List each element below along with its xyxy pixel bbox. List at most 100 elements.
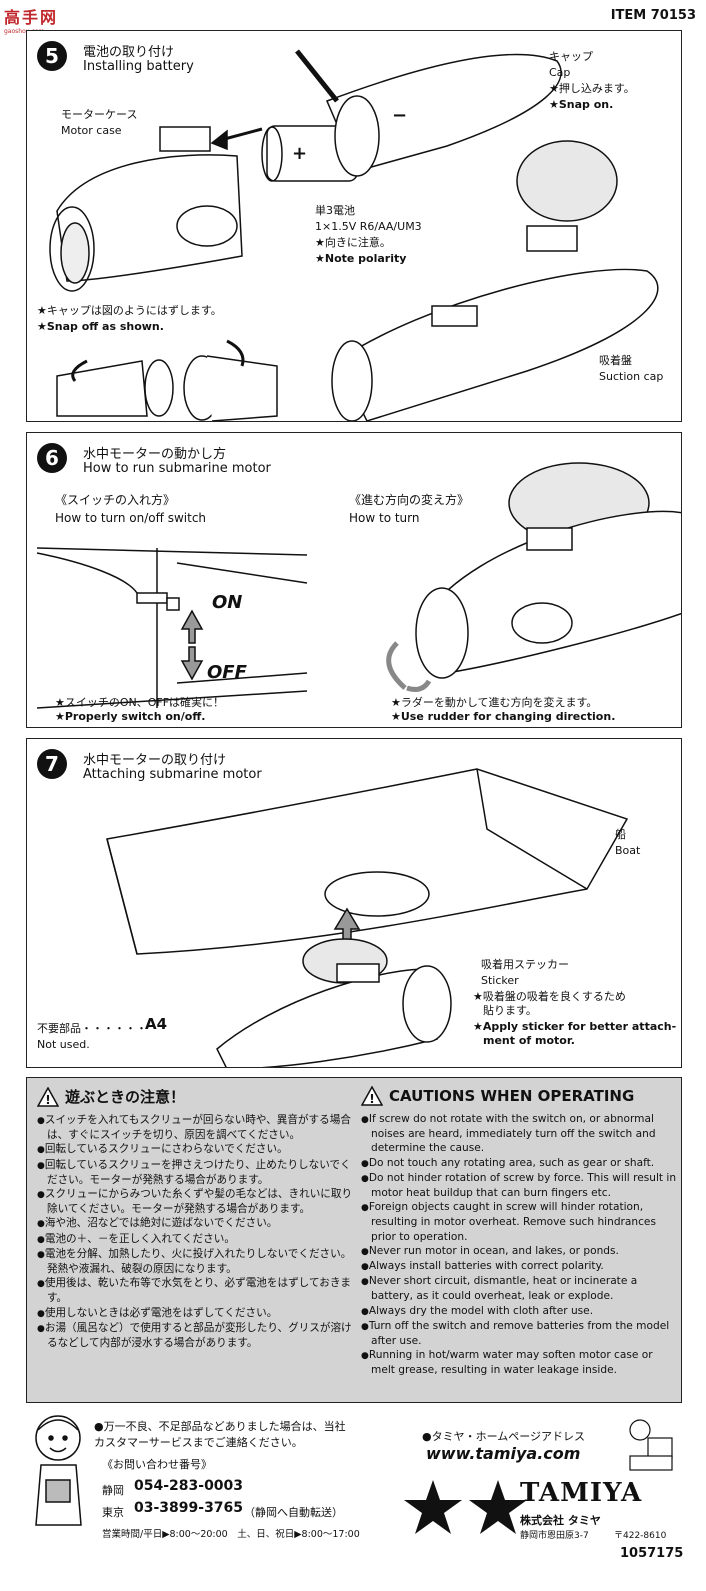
cautions-jp-list: スイッチを入れてもスクリューが回らない時や、異音がする場合は、すぐにスイッチを切… [37, 1113, 353, 1350]
caution-item: Running in hot/warm water may soften mot… [361, 1348, 677, 1377]
caution-item: Always install batteries with correct po… [361, 1259, 677, 1274]
site-logo: 高手网 gaoshou.com [4, 4, 94, 35]
svg-text:!: ! [45, 1093, 50, 1107]
cautions-title-en: CAUTIONS WHEN OPERATING [389, 1087, 635, 1105]
polarity-note-jp: ★向きに注意。 [315, 236, 391, 249]
battery-label-jp: 単3電池 [315, 204, 355, 217]
mascot-illustration [35, 1415, 82, 1526]
svg-text:+: + [292, 143, 307, 164]
homepage-url[interactable]: www.tamiya.com [426, 1444, 581, 1463]
step-7-panel: 7 水中モーターの取り付け Attaching submarine motor … [26, 738, 682, 1068]
step-title-jp: 電池の取り付け [83, 45, 175, 60]
cautions-en-list: If screw do not rotate with the switch o… [361, 1112, 677, 1378]
caution-item: 回転しているスクリューを押さえつけたり、止めたりしないでください。モーターが発熱… [37, 1158, 353, 1187]
caution-item: 電池の＋、－を正しく入れてください。 [37, 1232, 353, 1247]
sticker-label-en: Sticker [481, 974, 519, 987]
business-hours: 営業時間/平日▶8:00〜20:00 土、日、祝日▶8:00〜17:00 [102, 1529, 360, 1540]
rudder-note-en: ★Use rudder for changing direction. [391, 710, 616, 723]
sticker-note-jp-1: ★吸着盤の吸着を良くするため [473, 990, 626, 1003]
cautions-en-column: ! CAUTIONS WHEN OPERATING If screw do no… [361, 1086, 677, 1378]
site-logo-url: gaoshou.com [4, 28, 45, 35]
caution-item: Turn off the switch and remove batteries… [361, 1319, 677, 1348]
unused-label-en: Not used. [37, 1038, 90, 1051]
unused-label-jp: 不要部品・・・・・・ [37, 1022, 147, 1035]
turn-heading-en: How to turn [349, 511, 420, 525]
battery-installation-illustration: + − [49, 49, 659, 421]
caution-item: Never run motor in ocean, and lakes, or … [361, 1244, 677, 1259]
step-title-en: Attaching submarine motor [83, 767, 262, 782]
caution-item: Do not hinder rotation of screw by force… [361, 1171, 677, 1200]
caution-item: 使用しないときは必ず電池をはずしてください。 [37, 1306, 353, 1321]
polarity-note-en: ★Note polarity [315, 252, 407, 265]
site-logo-text: 高手网 [4, 8, 59, 27]
cap-label-jp: キャップ [549, 50, 593, 63]
caution-item: お湯（風呂など）で使用すると部品が変形したり、グリスが溶けるなどして内部が浸水す… [37, 1321, 353, 1350]
on-label: ON [212, 592, 243, 613]
sticker-note-en-2: ment of motor. [483, 1034, 575, 1047]
company-address: 静岡市恩田原3-7 [520, 1531, 589, 1541]
caution-item: 電池を分解、加熱したり、火に投げ入れたりしないでください。発熱や液漏れ、破裂の原… [37, 1247, 353, 1276]
cautions-title-jp: 遊ぶときの注意！ [65, 1088, 186, 1106]
svg-text:!: ! [369, 1092, 374, 1106]
step-title-jp: 水中モーターの取り付け [83, 753, 227, 768]
step-title-en: How to run submarine motor [83, 461, 271, 476]
tokyo-note: （静岡へ自動転送） [244, 1506, 343, 1519]
rudder-note-jp: ★ラダーを動かして進む方向を変えます。 [391, 696, 598, 709]
motor-case-label-jp: モーターケース [61, 108, 138, 121]
caution-item: スクリューにからみついた糸くずや髪の毛などは、きれいに取り除いてください。モータ… [37, 1187, 353, 1216]
item-number: ITEM 70153 [610, 8, 696, 23]
cap-label-en: Cap [549, 66, 571, 79]
off-label: OFF [207, 662, 247, 683]
company-postal: 〒422-8610 [614, 1531, 667, 1541]
brand-name: TAMIYA [520, 1478, 643, 1508]
caution-item: Do not touch any rotating area, such as … [361, 1156, 677, 1171]
computer-mascot-illustration [629, 1419, 673, 1471]
snap-on-note-en: ★Snap on. [549, 98, 614, 111]
step-number: 5 [37, 41, 67, 71]
svg-text:−: − [392, 105, 407, 126]
cautions-jp-header: ! 遊ぶときの注意！ [37, 1086, 353, 1107]
warning-icon: ! [37, 1086, 59, 1107]
cautions-panel: ! 遊ぶときの注意！ スイッチを入れてもスクリューが回らない時や、異音がする場合… [26, 1077, 682, 1403]
tamiya-star-logo [404, 1480, 527, 1534]
suction-cap-label-jp: 吸着盤 [599, 354, 632, 367]
run-motor-illustration [36, 462, 681, 709]
switch-note-en: ★Properly switch on/off. [55, 710, 206, 723]
company-name-jp: 株式会社 タミヤ [520, 1514, 601, 1527]
suction-cap-label-en: Suction cap [599, 370, 664, 383]
snap-off-note-jp: ★キャップは図のようにはずします。 [37, 304, 222, 317]
switch-heading-en: How to turn on/off switch [55, 511, 207, 525]
contact-label: 《お問い合わせ番号》 [102, 1458, 212, 1471]
caution-item: 回転しているスクリューにさわらないでください。 [37, 1142, 353, 1157]
sticker-note-en-1: ★Apply sticker for better attach- [473, 1020, 677, 1033]
switch-heading-jp: 《スイッチの入れ方》 [55, 493, 176, 507]
boat-label-jp: 船 [615, 828, 626, 841]
homepage-label: ●タミヤ・ホームページアドレス [422, 1430, 586, 1443]
caution-item: 使用後は、乾いた布等で水気をとり、必ず電池をはずしておきます。 [37, 1276, 353, 1305]
shizuoka-phone: 054-283-0003 [134, 1478, 244, 1494]
step-number: 7 [37, 749, 67, 779]
footer: ●万一不良、不足部品などありました場合は、当社 カスタマーサービスまでご連絡くだ… [26, 1410, 684, 1585]
caution-item: Never short circuit, dismantle, heat or … [361, 1274, 677, 1303]
step-title-en: Installing battery [83, 59, 194, 74]
notice-jp-2: カスタマーサービスまでご連絡ください。 [94, 1436, 303, 1449]
document-code: 1057175 [620, 1546, 684, 1561]
turn-heading-jp: 《進む方向の変え方》 [349, 493, 470, 507]
notice-jp-1: ●万一不良、不足部品などありました場合は、当社 [94, 1420, 346, 1433]
caution-item: Foreign objects caught in screw will hin… [361, 1200, 677, 1244]
snap-off-note-en: ★Snap off as shown. [37, 320, 164, 333]
battery-spec: 1×1.5V R6/AA/UM3 [315, 220, 422, 233]
tokyo-label: 東京 [102, 1506, 124, 1519]
step-5-panel: + − 5 電池の取り付け Installing b [26, 30, 682, 422]
shizuoka-label: 静岡 [102, 1484, 124, 1497]
caution-item: スイッチを入れてもスクリューが回らない時や、異音がする場合は、すぐにスイッチを切… [37, 1113, 353, 1142]
sticker-label-jp: 吸着用ステッカー [481, 958, 569, 971]
unused-part-id: A4 [145, 1015, 168, 1033]
step-6-panel: 6 水中モーターの動かし方 How to run submarine motor… [26, 432, 682, 728]
caution-item: If screw do not rotate with the switch o… [361, 1112, 677, 1156]
sticker-note-jp-2: 貼ります。 [483, 1004, 537, 1017]
attach-motor-illustration [106, 768, 629, 1067]
cautions-en-header: ! CAUTIONS WHEN OPERATING [361, 1086, 677, 1106]
caution-item: 海や池、沼などでは絶対に遊ばないでください。 [37, 1216, 353, 1231]
switch-note-jp: ★スイッチのON、OFFは確実に！ [55, 696, 225, 709]
